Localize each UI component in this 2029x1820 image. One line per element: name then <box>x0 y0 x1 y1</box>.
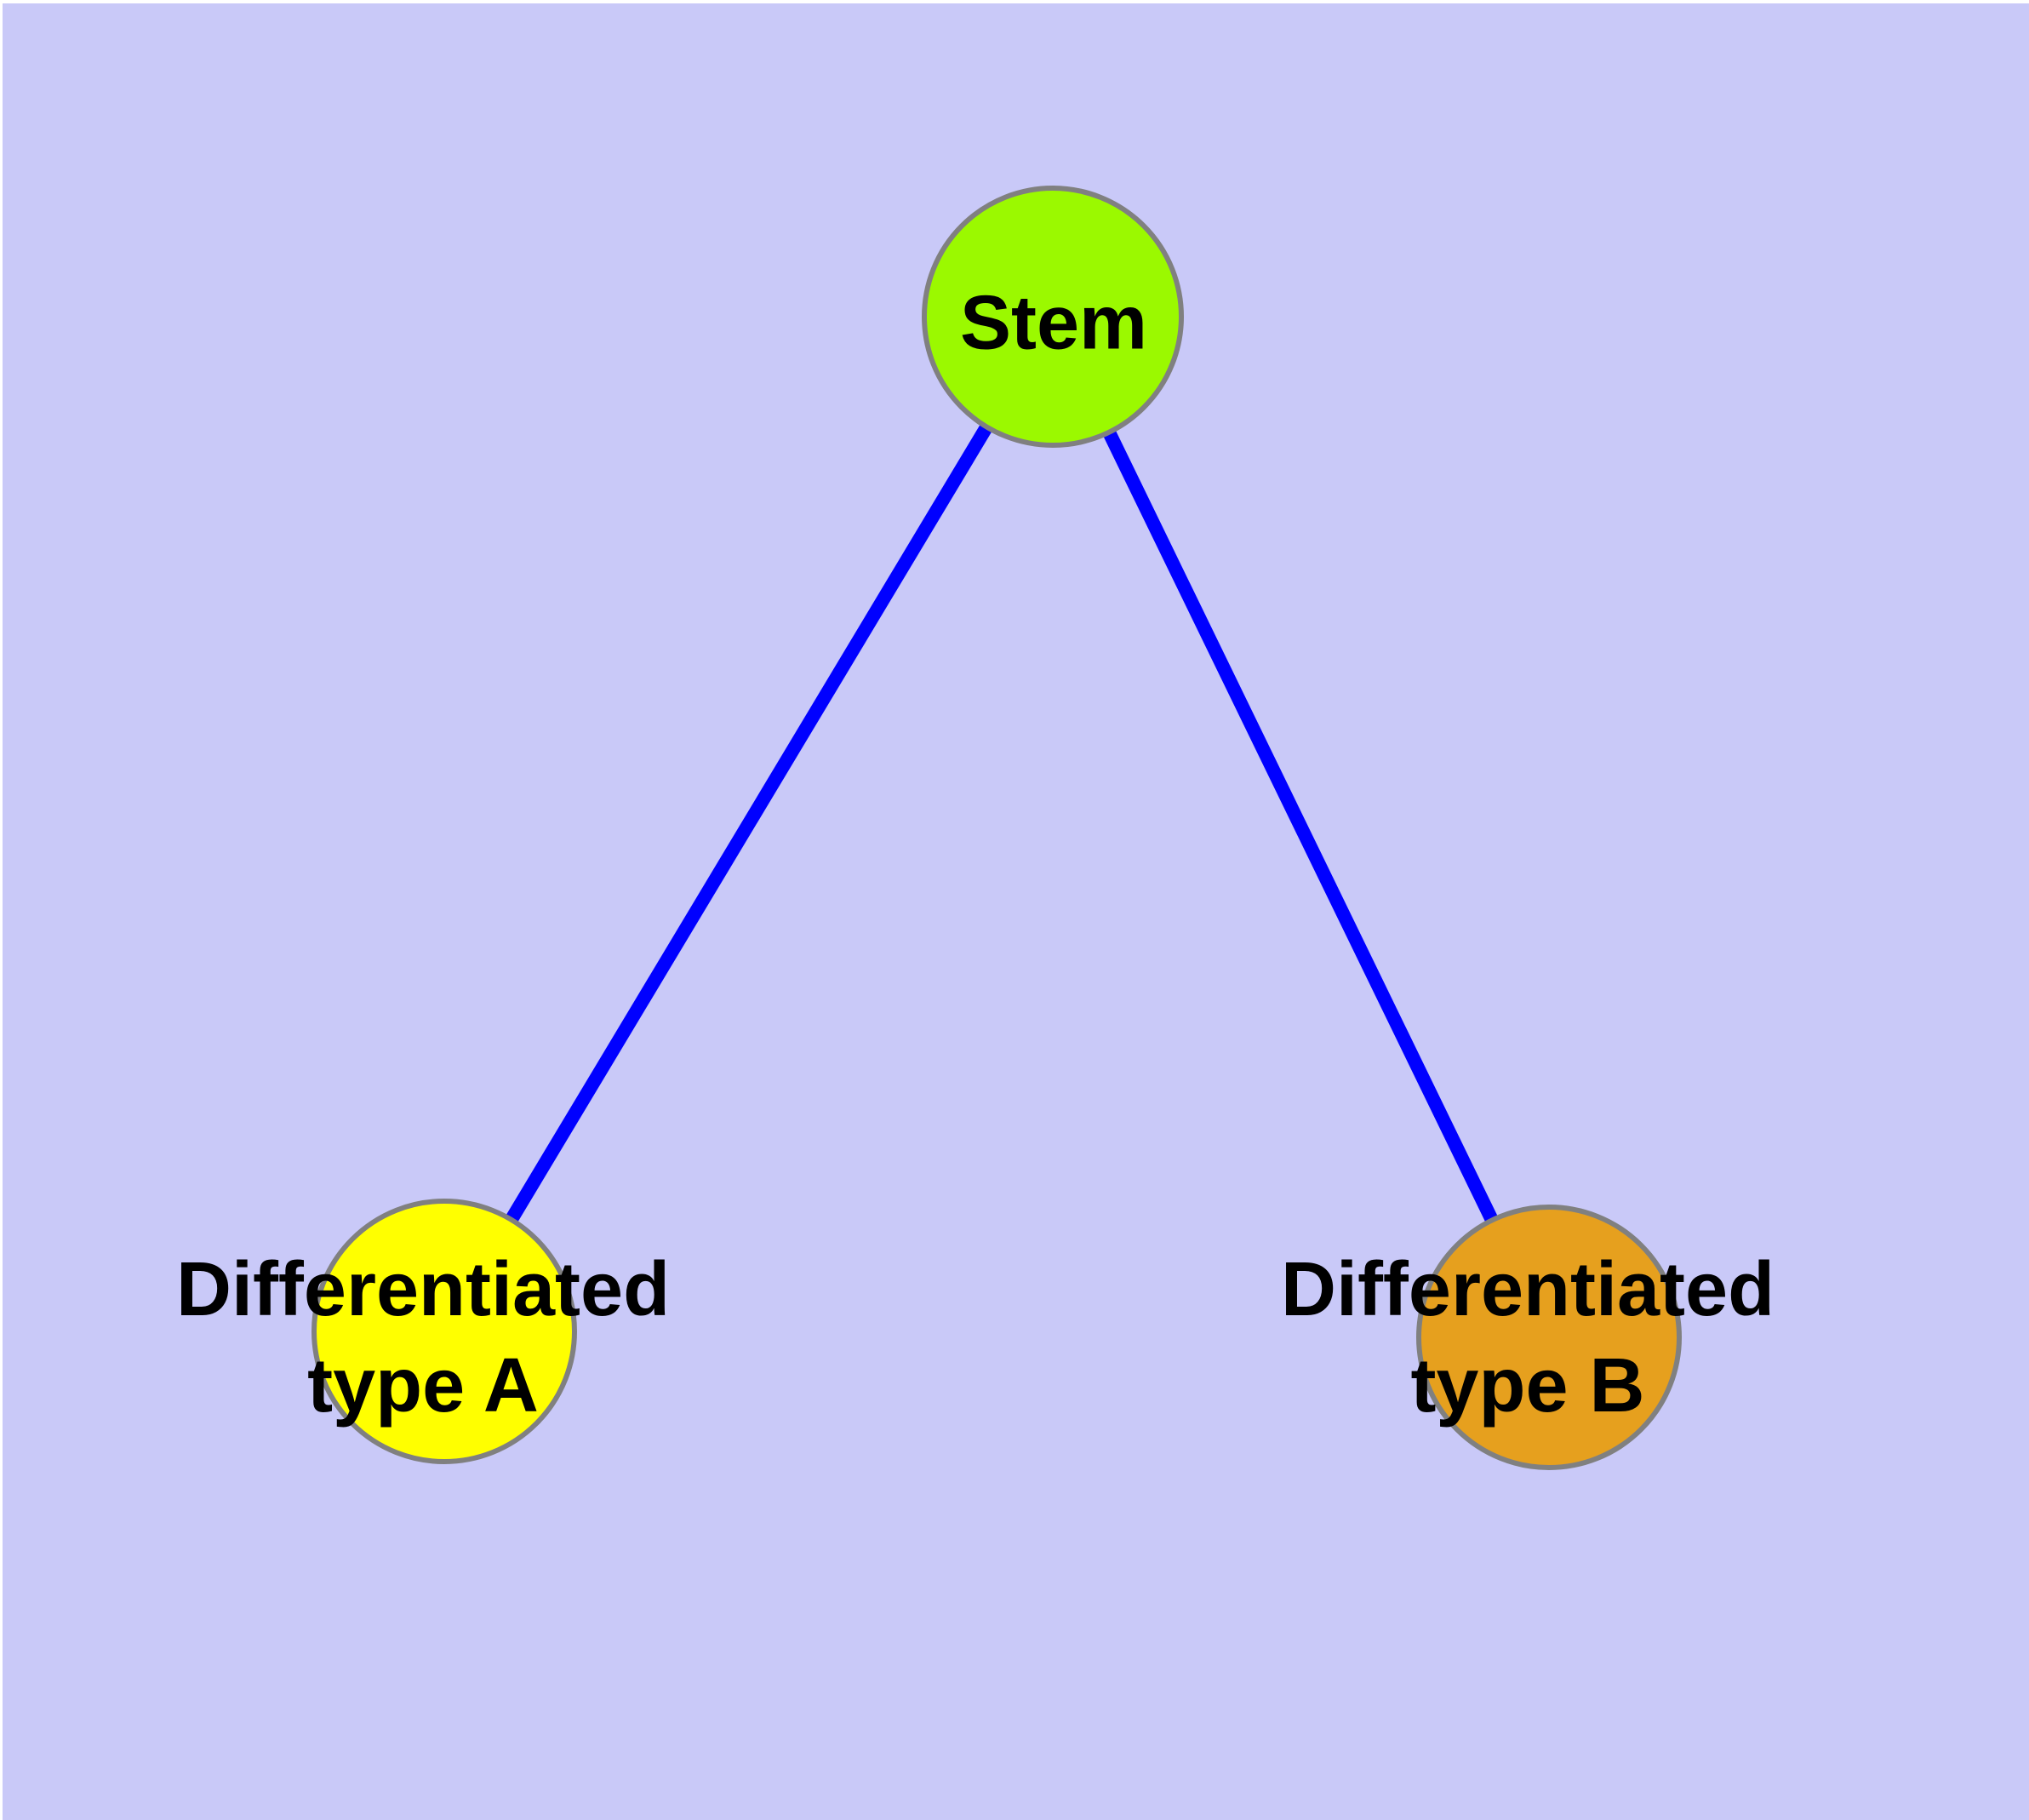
node-diff-b <box>1416 1205 1682 1470</box>
edge-stem-diff-b <box>1046 313 1556 1341</box>
diagram-canvas: Stem Differentiated type A Differentiate… <box>3 3 2029 1820</box>
node-diff-a <box>311 1199 577 1464</box>
node-stem <box>922 186 1184 448</box>
edge-stem-diff-a <box>438 312 1059 1336</box>
graph-svg <box>311 186 1682 1470</box>
